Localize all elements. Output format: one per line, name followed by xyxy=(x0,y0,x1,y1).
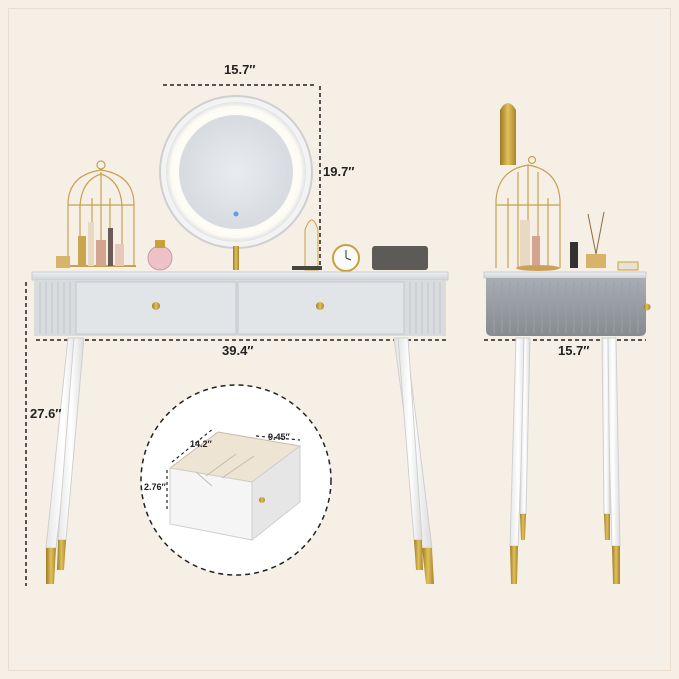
side-view xyxy=(483,103,651,584)
mirror-width-label: 15.7″ xyxy=(224,62,256,77)
drawer-left-knob xyxy=(152,302,160,310)
detail-drawer-knob xyxy=(259,497,265,503)
side-drawer-knob xyxy=(643,303,651,311)
front-legs xyxy=(45,337,434,584)
table-height-label: 27.6″ xyxy=(30,406,62,421)
tray-decor xyxy=(617,261,639,271)
side-mirror-edge xyxy=(500,103,516,165)
clock-decor xyxy=(332,244,360,272)
mirror-stand xyxy=(233,246,239,270)
table-body xyxy=(34,280,446,336)
drawer-height-label: 2.76″ xyxy=(144,482,166,492)
perfume-bottle xyxy=(570,242,578,268)
phone-decor xyxy=(292,266,322,270)
table-width-label: 39.4″ xyxy=(222,343,254,358)
mannequin-decor xyxy=(304,219,319,271)
touch-button-icon xyxy=(233,211,239,217)
table-top xyxy=(31,271,449,281)
diffuser-decor xyxy=(586,254,606,268)
side-depth-label: 15.7″ xyxy=(558,343,590,358)
cosmetics xyxy=(56,222,173,271)
mirror-height-label: 19.7″ xyxy=(323,164,355,179)
drawer-depth-label: 9.45″ xyxy=(268,432,290,442)
drawer-width-label: 14.2″ xyxy=(190,439,212,449)
speaker-decor xyxy=(372,246,428,270)
drawer-right-knob xyxy=(316,302,324,310)
drawer-detail xyxy=(140,384,332,576)
led-mirror xyxy=(159,95,313,270)
front-view xyxy=(25,84,449,586)
